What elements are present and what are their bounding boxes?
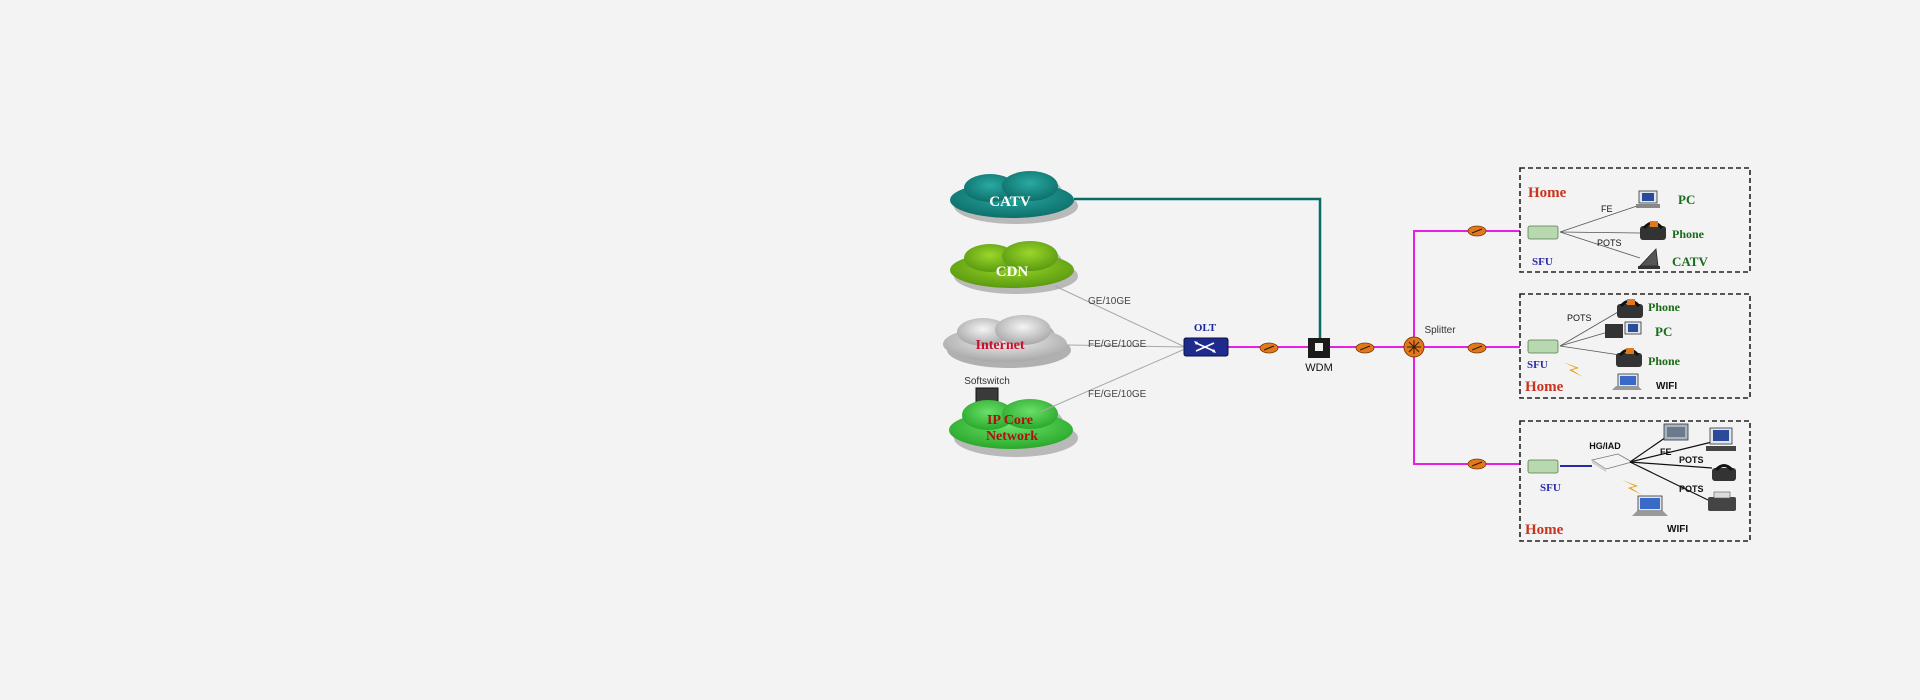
tv-icon [1663,423,1689,441]
home-1-onu-label: SFU [1532,256,1553,268]
home-2-pots-label: POTS [1567,313,1592,323]
home-box-2: SFU Home POTS Phone PC Phone [1519,293,1751,399]
ip-core-label-line2: Network [986,429,1038,444]
home-1-pc-label: PC [1678,192,1695,207]
phone-icon [1616,348,1642,367]
pc-icon [1706,427,1736,451]
home-1-pots-label: POTS [1597,238,1622,248]
uplinks [1039,285,1186,413]
ip-core-label-line1: IP Core [987,413,1033,428]
home-3-hg-label: HG/IAD [1589,441,1621,451]
home-2-title: Home [1525,379,1564,395]
sfu-device-icon [1527,225,1559,240]
ip-core-cloud: IP Core Network [949,399,1078,457]
phone-icon [1712,464,1736,481]
internet-cloud-label: Internet [976,338,1025,353]
cdn-olt-link [1054,285,1186,348]
connector-icon [1467,225,1487,237]
home-3-onu-label: SFU [1540,482,1561,494]
fiber-connectors [1259,225,1487,470]
home-3-fe-label: FE [1660,447,1672,457]
home-3-pots1-label: POTS [1679,455,1704,465]
wireless-signal-icon [1563,362,1583,377]
olt-device: OLT [1183,322,1229,357]
connector-icon [1355,342,1375,354]
olt-label: OLT [1194,322,1217,334]
home-1-title: Home [1528,185,1567,201]
internet-olt-link [1067,344,1186,348]
sfu-device-icon [1527,339,1559,354]
home-1-catv-label: CATV [1672,254,1708,269]
ipcore-olt-link [1039,348,1186,413]
cdn-cloud: CDN [950,241,1078,294]
splitter-label: Splitter [1424,325,1456,336]
catv-cloud: CATV [950,171,1078,224]
laptop-icon [1612,373,1642,390]
tv-icon [1638,248,1660,269]
hg-iad-icon [1590,453,1634,472]
internet-cloud: Internet [943,315,1071,368]
home-2-pc-label: PC [1655,324,1672,339]
home-2-phone1-label: Phone [1648,300,1681,314]
ipcore-olt-link-label: FE/GE/10GE [1088,389,1147,400]
home-1-phone-label: Phone [1672,227,1705,241]
cdn-olt-link-label: GE/10GE [1088,296,1131,307]
wdm-device: WDM [1305,338,1333,374]
home-2-onu-label: SFU [1527,359,1548,371]
cdn-cloud-label: CDN [996,264,1029,280]
wireless-signal-icon [1622,480,1642,495]
connector-icon [1467,458,1487,470]
home-2-phone2-label: Phone [1648,354,1681,368]
home-3-pots2-label: POTS [1679,484,1704,494]
phone-icon [1640,221,1666,240]
home-3-wifi-label: WIFI [1667,524,1688,535]
home-box-1: Home SFU FE POTS PC Phone CATV [1519,167,1751,273]
catv-cloud-label: CATV [989,194,1031,210]
home-1-fe-label: FE [1601,204,1613,214]
connector-icon [1259,342,1279,354]
connector-icon [1467,342,1487,354]
phone-icon [1617,299,1643,318]
softswitch-label: Softswitch [964,376,1010,387]
laptop-icon [1632,495,1668,516]
internet-olt-link-label: FE/GE/10GE [1088,339,1147,350]
home-box-3: SFU HG/IAD FE POTS POTS [1519,420,1751,542]
sfu-device-icon [1527,459,1559,474]
fax-icon [1708,491,1736,511]
splitter-device: Splitter [1403,325,1456,358]
pc-icon [1636,190,1660,208]
home-2-wifi-label: WIFI [1656,381,1677,392]
pc-icon [1605,321,1642,338]
home-3-title: Home [1525,522,1564,538]
catv-wdm-link [1074,197,1322,338]
wdm-label: WDM [1305,362,1333,374]
